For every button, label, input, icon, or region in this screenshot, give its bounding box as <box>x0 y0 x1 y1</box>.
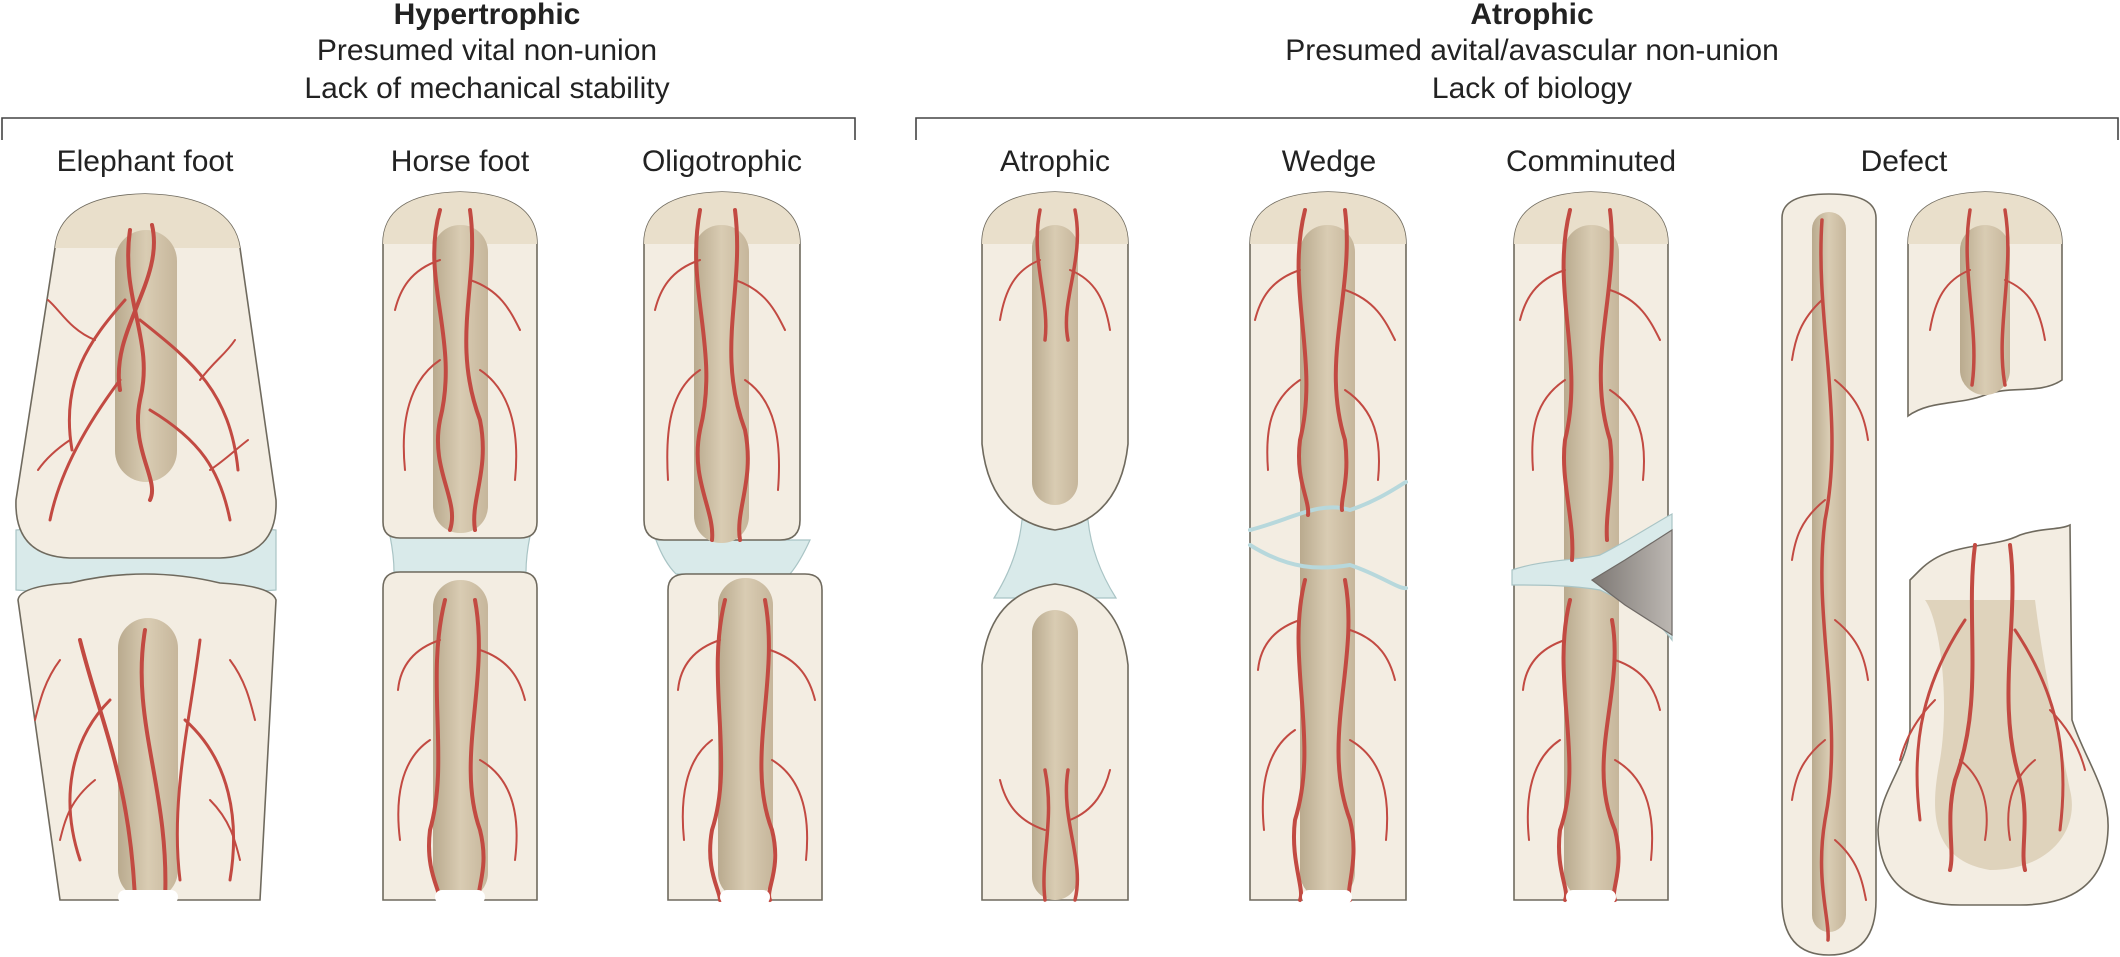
hypertrophic-subtitle-1: Presumed vital non-union <box>317 34 657 67</box>
fracture-line <box>1248 480 1408 532</box>
illustration-comminuted <box>1511 191 1673 904</box>
label-elephant-foot: Elephant foot <box>57 145 234 178</box>
label-wedge: Wedge <box>1282 145 1377 178</box>
illustration-elephant-foot <box>15 193 277 904</box>
label-horse-foot: Horse foot <box>391 145 530 178</box>
illustration-defect <box>1781 191 2109 956</box>
hypertrophic-bracket <box>1 117 856 140</box>
atrophic-subtitle-2: Lack of biology <box>1432 72 1632 105</box>
label-defect: Defect <box>1861 145 1948 178</box>
label-comminuted: Comminuted <box>1506 145 1676 178</box>
bone-fragment <box>1590 528 1673 637</box>
callus <box>389 532 531 573</box>
illustration-oligotrophic <box>643 191 823 904</box>
atrophic-title: Atrophic <box>1470 0 1593 31</box>
illustration-wedge <box>1248 191 1408 904</box>
atrophic-bracket <box>915 117 2119 140</box>
atrophic-subtitle-1: Presumed avital/avascular non-union <box>1285 34 1779 67</box>
hypertrophic-subtitle-2: Lack of mechanical stability <box>304 72 669 105</box>
illustration-horse-foot <box>382 191 538 904</box>
hypertrophic-title: Hypertrophic <box>394 0 581 31</box>
label-oligotrophic: Oligotrophic <box>642 145 802 178</box>
hypertrophic-header: Hypertrophic Presumed vital non-union La… <box>1 0 856 140</box>
label-atrophic: Atrophic <box>1000 145 1110 178</box>
callus <box>1511 513 1673 642</box>
callus <box>992 519 1118 599</box>
atrophic-header: Atrophic Presumed avital/avascular non-u… <box>915 0 2119 140</box>
illustration-atrophic <box>981 191 1129 902</box>
callus <box>655 539 811 575</box>
